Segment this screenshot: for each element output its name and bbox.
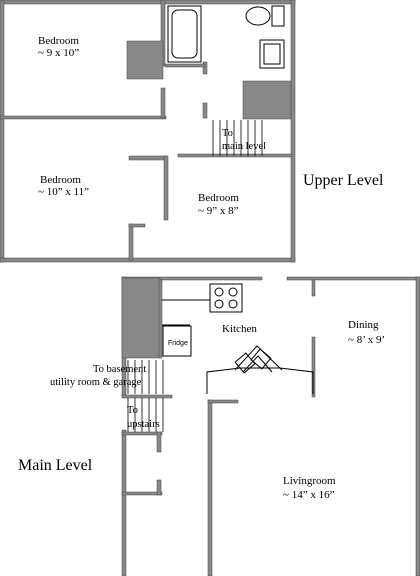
sink-icon (234, 348, 272, 374)
stove (209, 283, 243, 313)
kitchen-counter (162, 299, 210, 326)
main-stairs (127, 360, 164, 432)
fridge-label: Fridge (168, 340, 188, 347)
bedroom-3-size: ~ 9” x 8” (198, 205, 239, 217)
main-level-title: Main Level (18, 457, 93, 474)
bathtub (167, 5, 202, 63)
upstairs-note-2: upstairs (127, 419, 160, 430)
bedroom-2-size: ~ 10” x 11” (38, 186, 89, 198)
upper-level-title: Upper Level (303, 172, 384, 189)
sink (259, 39, 285, 69)
bedroom-3-name: Bedroom (198, 192, 239, 204)
main-level-walls (121, 276, 420, 576)
stairs-down-note-2: main level (222, 141, 266, 152)
upper-level-walls (0, 0, 296, 263)
upstairs-note-1: To (127, 405, 138, 416)
peninsula-counter (206, 345, 314, 394)
basement-note-1: To basement (93, 364, 146, 375)
fridge (162, 325, 192, 357)
stairs-down-note-1: To (222, 128, 233, 139)
upper-stairs (212, 120, 263, 156)
toilet (245, 5, 285, 27)
livingroom-name: Livingroom (283, 475, 336, 487)
bedroom-2-name: Bedroom (40, 174, 81, 186)
kitchen-name: Kitchen (222, 323, 257, 335)
bedroom-1-name: Bedroom (38, 35, 79, 47)
dining-size: ~ 8’ x 9’ (348, 334, 385, 346)
livingroom-size: ~ 14” x 16” (283, 489, 335, 501)
dining-name: Dining (348, 319, 379, 331)
basement-note-2: utility room & garage (50, 377, 142, 388)
bedroom-1-size: ~ 9 x 10” (38, 47, 79, 59)
